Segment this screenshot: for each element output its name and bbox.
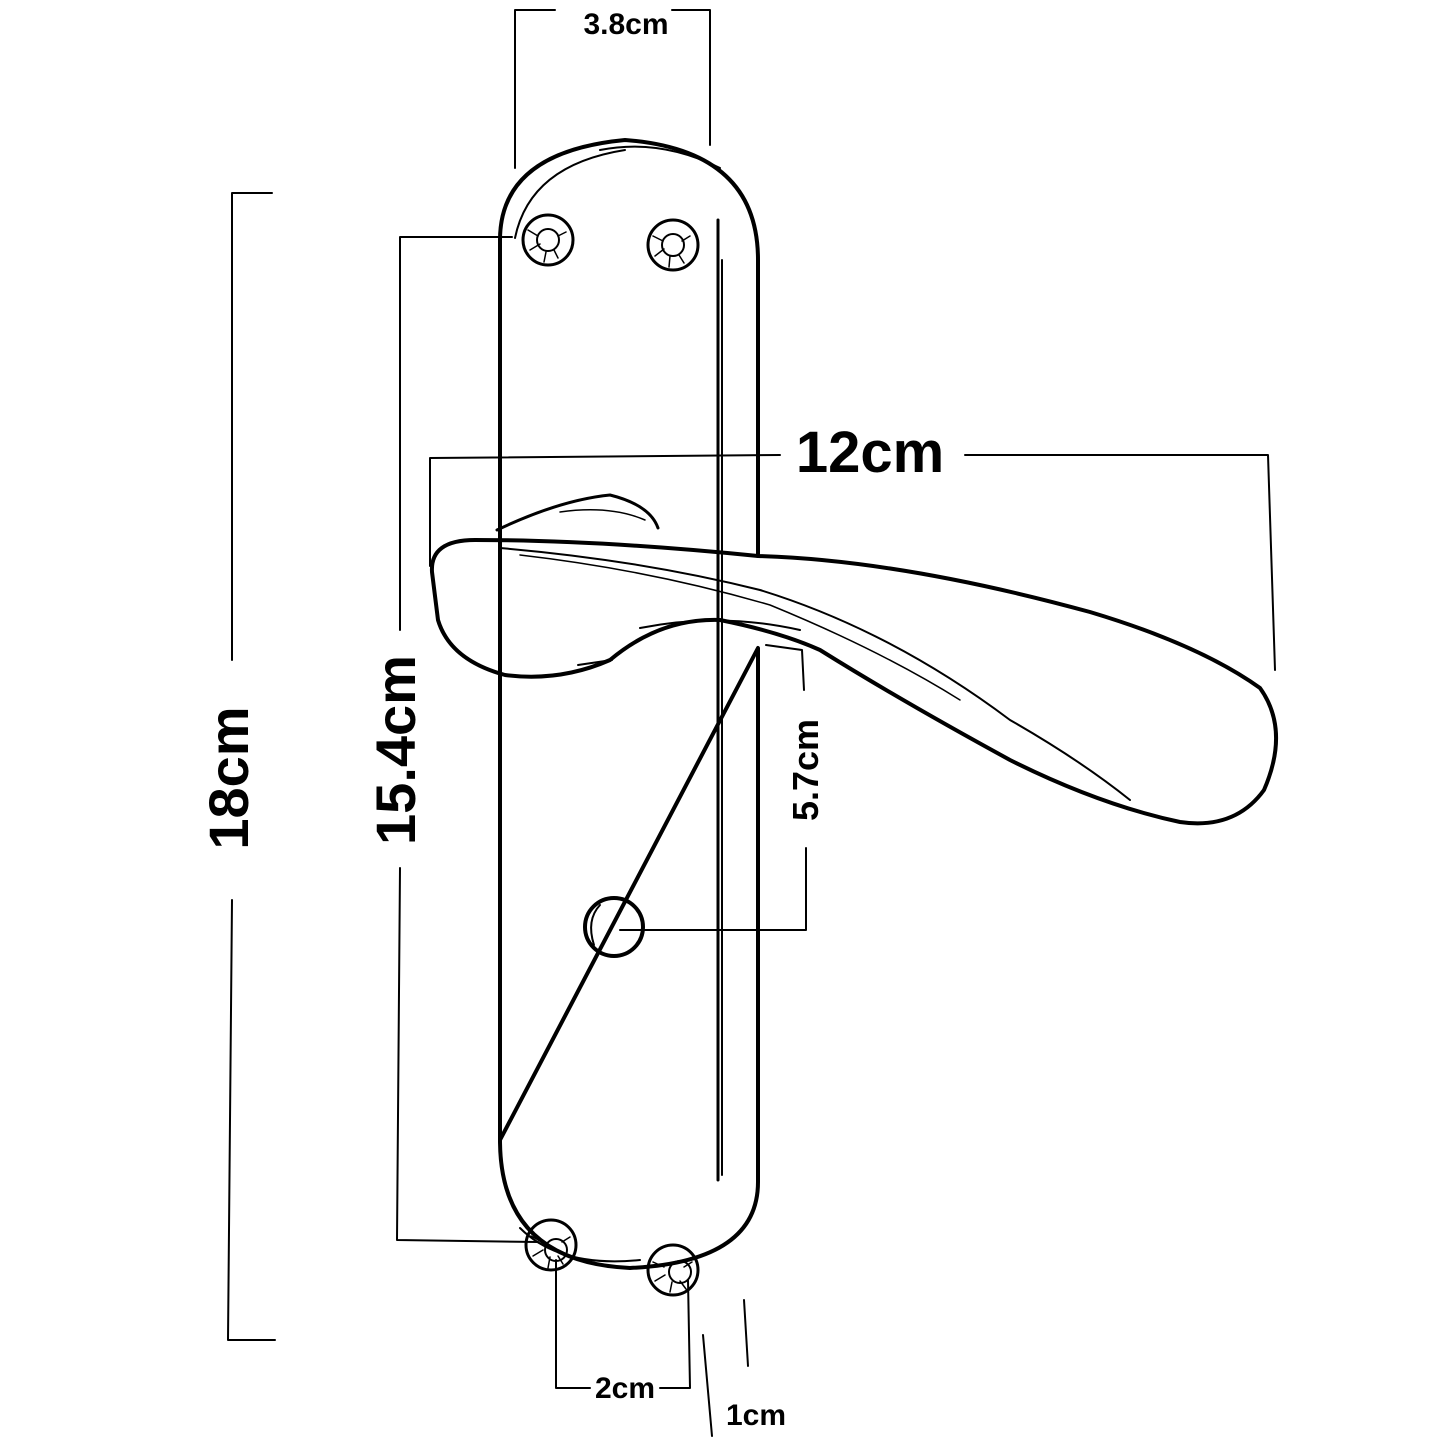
label-overall-height: 18cm xyxy=(197,706,260,849)
dimension-fixing-centres xyxy=(396,236,539,1243)
dimension-screw-spacing xyxy=(555,1259,691,1389)
label-screw-spacing: 2cm xyxy=(595,1372,655,1405)
backplate xyxy=(498,138,760,1270)
dimension-handle-to-keyhole xyxy=(619,644,807,931)
label-lever-length: 12cm xyxy=(796,420,944,485)
keyhole xyxy=(583,896,645,958)
screw-bottom-right xyxy=(646,1243,700,1297)
screw-top-left xyxy=(521,213,575,267)
dimension-overall-height xyxy=(227,192,276,1341)
lever-handle xyxy=(429,493,1279,826)
dimension-plate-thickness xyxy=(702,1299,749,1437)
label-plate-thickness: 1cm xyxy=(726,1399,786,1432)
dimension-backplate-width xyxy=(514,9,711,169)
label-fixing-centres: 15.4cm xyxy=(364,655,427,845)
label-handle-to-keyhole: 5.7cm xyxy=(785,719,826,821)
dimension-lever-length xyxy=(429,454,1276,671)
label-backplate-width: 3.8cm xyxy=(583,8,668,41)
screw-top-right xyxy=(646,218,700,272)
